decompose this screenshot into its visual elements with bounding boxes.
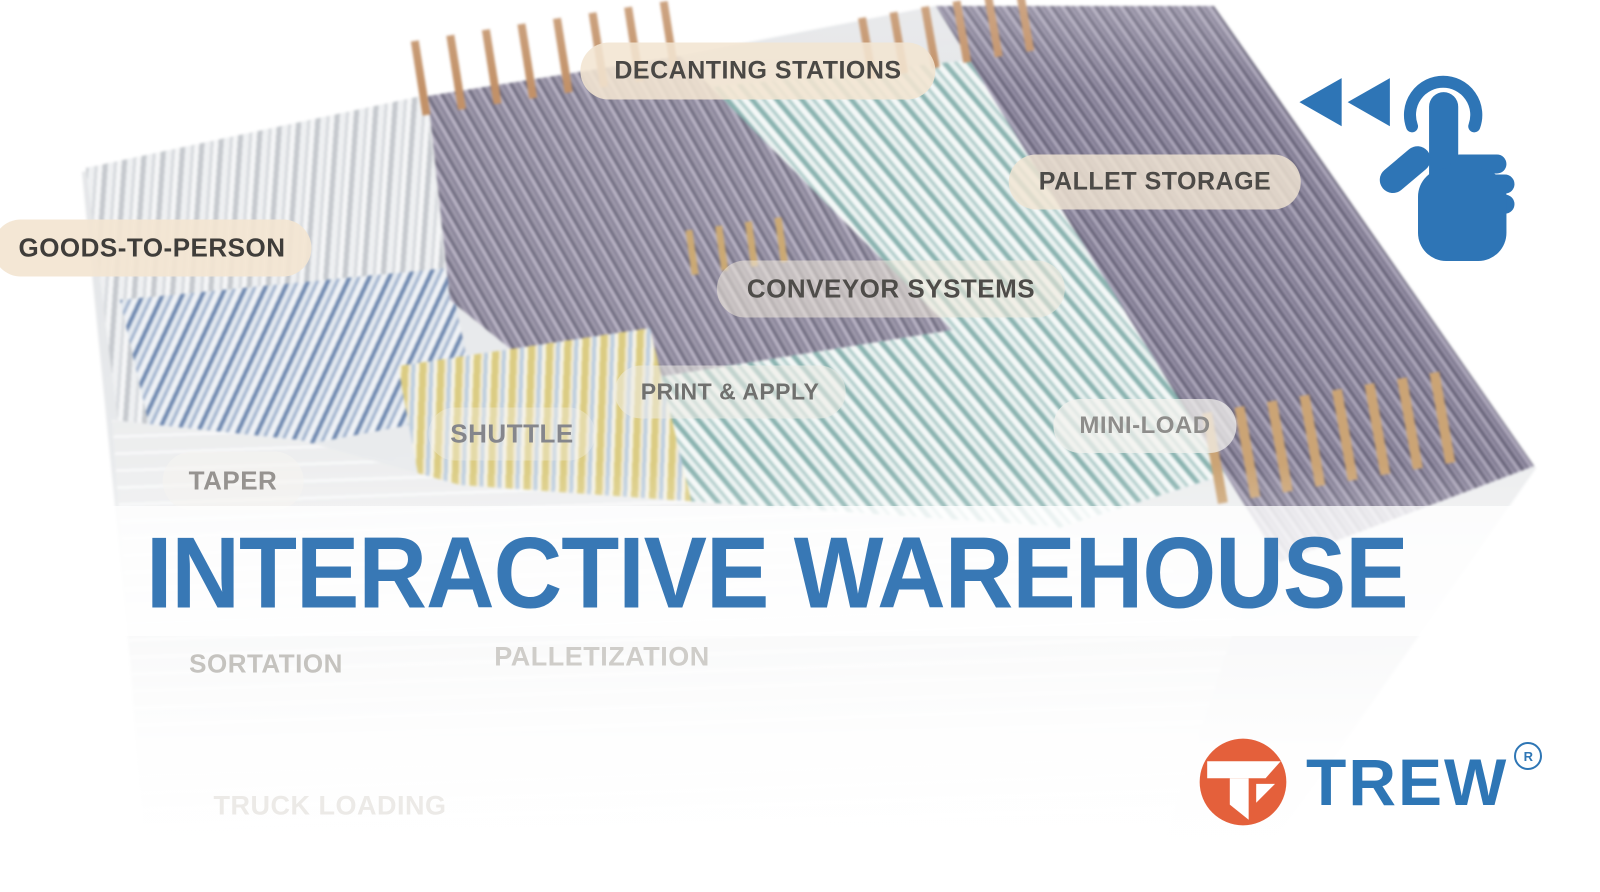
hotspot-decanting-stations[interactable]: DECANTING STATIONS bbox=[580, 42, 936, 100]
swipe-left-arrows-icon bbox=[1299, 78, 1390, 127]
trew-circle-t-icon bbox=[1199, 738, 1287, 826]
hotspot-shuttle[interactable]: SHUTTLE bbox=[428, 407, 596, 461]
hotspot-truck-loading[interactable]: TRUCK LOADING bbox=[213, 790, 447, 821]
hotspot-pallet-storage[interactable]: PALLET STORAGE bbox=[1008, 154, 1302, 210]
registered-trademark-icon: R bbox=[1514, 742, 1543, 770]
hotspot-print-and-apply[interactable]: PRINT & APPLY bbox=[614, 365, 846, 419]
tap-swipe-icon bbox=[1299, 75, 1515, 261]
hotspot-conveyor-systems[interactable]: CONVEYOR SYSTEMS bbox=[716, 260, 1066, 318]
page-title: INTERACTIVE WAREHOUSE bbox=[146, 517, 1409, 630]
tap-hand-icon bbox=[1379, 75, 1515, 261]
hotspot-sortation[interactable]: SORTATION bbox=[189, 648, 343, 679]
hotspot-taper[interactable]: TAPER bbox=[162, 451, 304, 511]
hotspot-goods-to-person[interactable]: GOODS-TO-PERSON bbox=[0, 219, 312, 277]
title-band bbox=[0, 506, 1600, 636]
trew-logo: TREW R bbox=[1194, 732, 1543, 832]
trew-wordmark: TREW bbox=[1306, 745, 1509, 819]
hotspot-palletization[interactable]: PALLETIZATION bbox=[494, 641, 710, 672]
hotspot-mini-load[interactable]: MINI-LOAD bbox=[1053, 399, 1237, 453]
